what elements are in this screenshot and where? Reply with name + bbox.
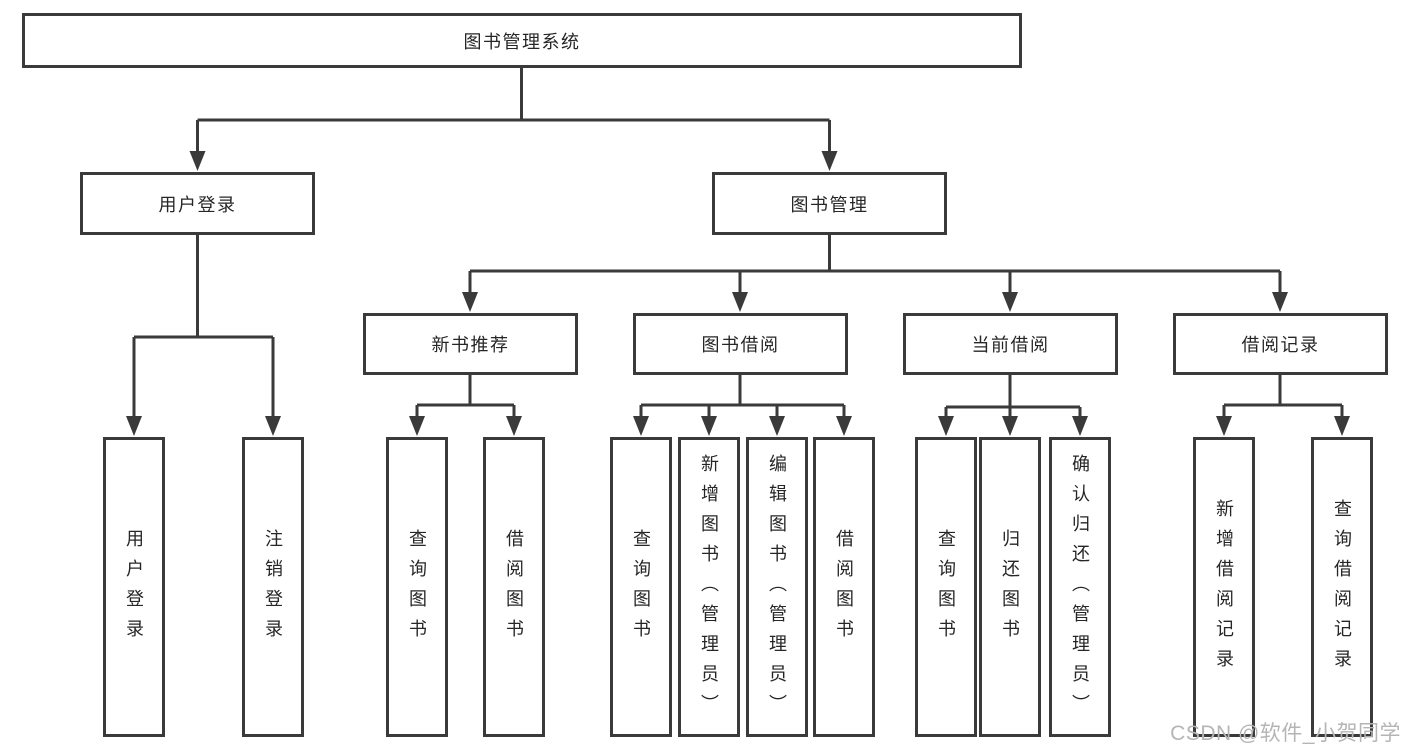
leaf-user-login: 用户登录 [103, 437, 165, 737]
leaf-bb-add-books-admin: 新增图书（管理员） [678, 437, 740, 737]
csdn-watermark: CSDN @软件_小贺同学 [1170, 722, 1401, 745]
node-current-borrowing: 当前借阅 [903, 313, 1118, 375]
leaf-bb-edit-books-admin: 编辑图书（管理员） [746, 437, 808, 737]
node-book-borrowing: 图书借阅 [633, 313, 848, 375]
node-library-system: 图书管理系统 [22, 13, 1022, 68]
leaf-br-query-borrow-record: 查询借阅记录 [1311, 437, 1373, 737]
leaf-cb-query-books: 查询图书 [915, 437, 977, 737]
node-user-login: 用户登录 [80, 172, 315, 235]
leaf-cb-confirm-return-admin: 确认归还（管理员） [1049, 437, 1111, 737]
arrowheads [126, 151, 1350, 436]
leaf-cb-return-books: 归还图书 [979, 437, 1041, 737]
leaf-bb-borrow-books: 借阅图书 [813, 437, 875, 737]
leaf-br-add-borrow-record: 新增借阅记录 [1193, 437, 1255, 737]
leaf-nbr-query-books: 查询图书 [386, 437, 448, 737]
node-new-book-recommendation: 新书推荐 [363, 313, 578, 375]
node-borrowing-records: 借阅记录 [1173, 313, 1388, 375]
leaf-bb-query-books: 查询图书 [610, 437, 672, 737]
leaf-logout-login: 注销登录 [242, 437, 304, 737]
node-book-management: 图书管理 [712, 172, 947, 235]
leaf-nbr-borrow-books: 借阅图书 [483, 437, 545, 737]
